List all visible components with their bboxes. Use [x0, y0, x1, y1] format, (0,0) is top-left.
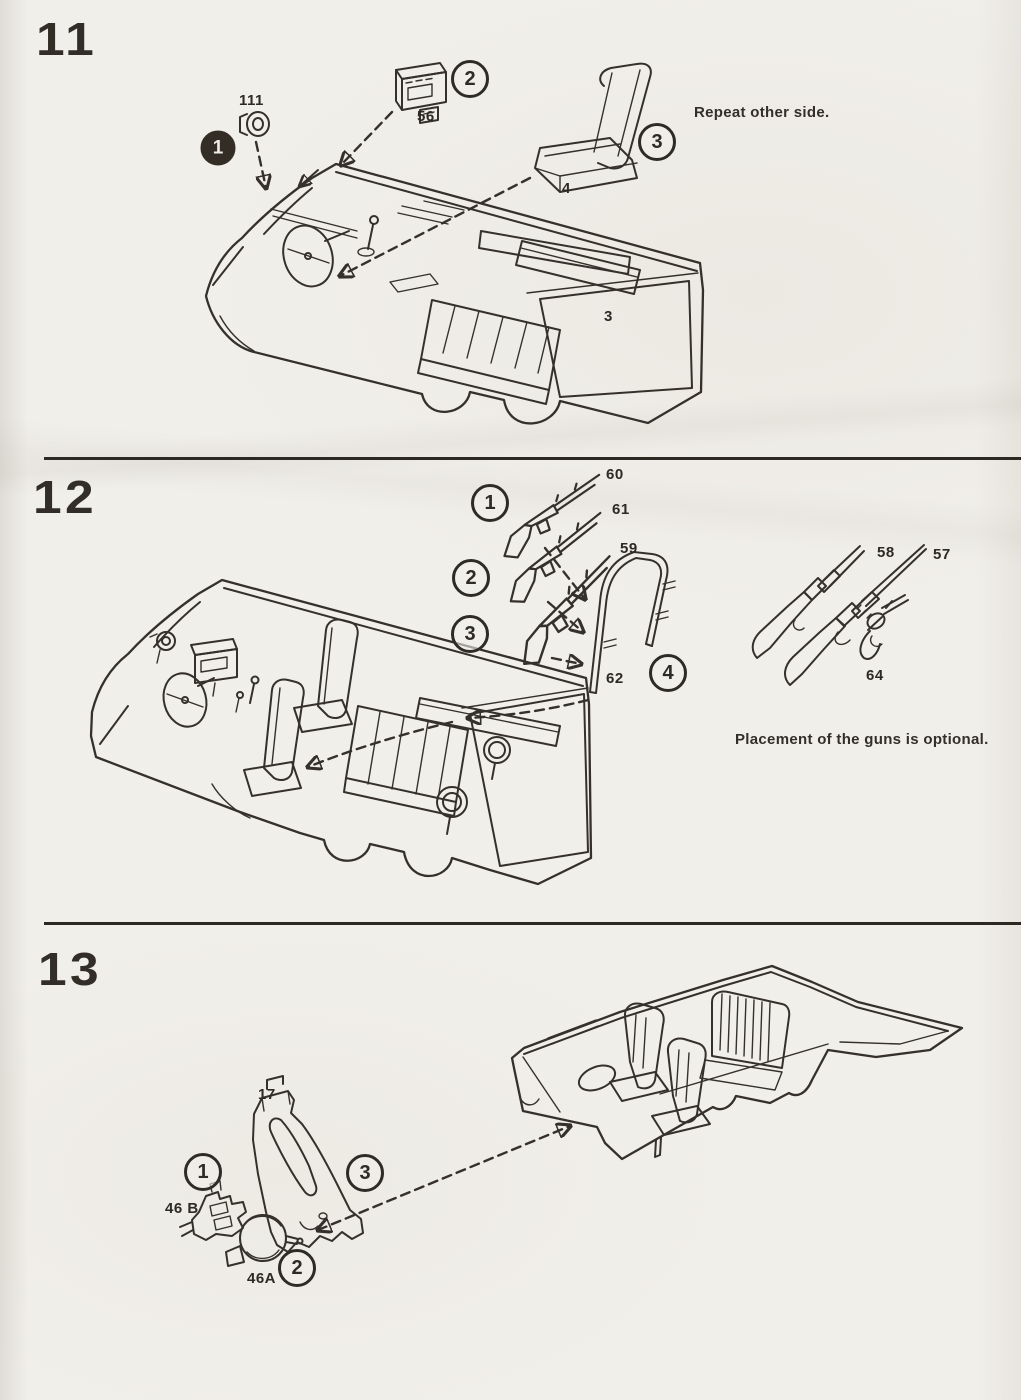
- part-label-59: 59: [620, 540, 638, 557]
- part-label-111: 111: [239, 92, 264, 109]
- step12-callout-1: 1: [471, 484, 509, 522]
- step-11-note: Repeat other side.: [694, 104, 830, 121]
- part-label-56: 56: [417, 108, 435, 125]
- step12-callout-3: 3: [451, 615, 489, 653]
- callout-number: 2: [291, 1256, 303, 1279]
- revolver-64-drawing: [859, 594, 909, 660]
- step-11-number: 11: [36, 13, 98, 65]
- part-label-64: 64: [866, 667, 884, 684]
- interior-tub-with-seats-drawing: [89, 578, 593, 886]
- rifle-61-drawing: [494, 509, 620, 609]
- callout-number: 3: [651, 130, 663, 153]
- step13-callout-2: 2: [278, 1249, 316, 1287]
- callout-number: 1: [212, 137, 224, 158]
- callout-number: 4: [662, 661, 674, 684]
- part-label-4: 4: [562, 180, 571, 197]
- part-label-57: 57: [933, 546, 951, 563]
- shotgun-58-drawing: [751, 545, 865, 659]
- rifle-57-drawing: [784, 544, 927, 686]
- interior-tub-drawing: [204, 162, 705, 425]
- callout-number: 3: [464, 622, 476, 645]
- callout-number: 3: [359, 1161, 371, 1184]
- part-label-60: 60: [606, 466, 624, 483]
- part-label-46b: 46 B: [165, 1200, 199, 1217]
- step12-callout-2: 2: [452, 559, 490, 597]
- step-12-number: 12: [33, 471, 98, 523]
- gun-rack-drawing: [589, 551, 676, 694]
- part-label-17: 17: [258, 1086, 276, 1103]
- step-12-note: Placement of the guns is optional.: [735, 731, 989, 748]
- callout-number: 1: [197, 1160, 209, 1183]
- step11-callout-2: 2: [451, 60, 489, 98]
- callout-number: 1: [484, 491, 496, 514]
- part-label-62: 62: [606, 670, 624, 687]
- part-label-58: 58: [877, 544, 895, 561]
- radio-part-drawing: [395, 62, 447, 124]
- section-divider-2: [44, 922, 1021, 925]
- part-label-61: 61: [612, 501, 630, 518]
- part-46a-drawing: [225, 1214, 304, 1267]
- seat-part-drawing: [534, 62, 652, 193]
- section-divider-1: [44, 457, 1021, 460]
- rifle-59-drawing: [503, 552, 634, 672]
- speaker-part-drawing: [239, 111, 270, 137]
- step13-callout-3: 3: [346, 1154, 384, 1192]
- step12-callout-4: 4: [649, 654, 687, 692]
- assembled-tub-drawing: [510, 964, 964, 1161]
- step13-callout-1: 1: [184, 1153, 222, 1191]
- step11-callout-1: 1: [200, 130, 236, 166]
- step11-callout-3: 3: [638, 123, 676, 161]
- step13-drawing: [179, 964, 964, 1267]
- part-label-3: 3: [604, 308, 613, 325]
- callout-number: 2: [465, 566, 477, 589]
- step11-drawing: [204, 62, 705, 425]
- part-label-46a: 46A: [247, 1270, 277, 1287]
- step-13-number: 13: [38, 943, 103, 995]
- callout-number: 2: [464, 67, 476, 90]
- step12-drawing: [89, 470, 927, 886]
